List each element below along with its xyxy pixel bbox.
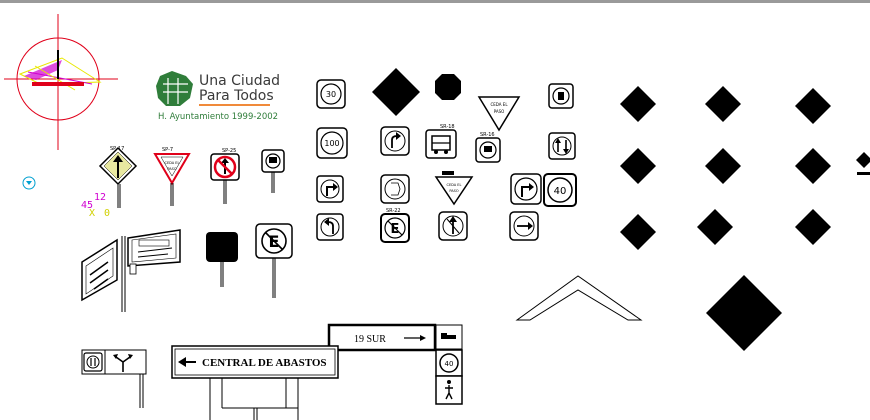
coord-d: 0 xyxy=(104,208,110,219)
sign-sp17-warning: SP-17 xyxy=(98,146,138,208)
sign-speed-100: 100 xyxy=(316,127,348,159)
top-border xyxy=(0,0,870,3)
sign-turn-left-curve xyxy=(316,213,344,241)
sign-small-parking xyxy=(261,149,285,193)
logo-line1: Una Ciudad xyxy=(199,73,280,89)
sign-diagonal-arrow xyxy=(438,211,468,241)
target-icon xyxy=(22,176,36,190)
diamond-edge xyxy=(856,152,870,168)
sign-turn-right-arrow xyxy=(316,175,344,203)
sign-sr22-no-parking: SR-22 E xyxy=(380,208,410,243)
svg-text:SP-25: SP-25 xyxy=(222,148,236,154)
diamond-8 xyxy=(697,209,733,245)
sign-black-octagon xyxy=(435,74,461,100)
svg-text:SR-18: SR-18 xyxy=(440,124,455,130)
speed-bump-profile xyxy=(515,275,643,321)
svg-text:SR-16: SR-16 xyxy=(480,132,495,138)
coord-b: 12 xyxy=(94,192,106,203)
city-logo: Una Ciudad Para Todos H. Ayuntamiento 19… xyxy=(156,71,280,122)
sign-sp7-yield: SP-7 CEDA EL PASO xyxy=(153,147,191,206)
svg-text:30: 30 xyxy=(326,90,336,99)
coord-a: 45 xyxy=(81,200,93,211)
svg-text:PASO: PASO xyxy=(167,167,177,171)
svg-text:CEDA EL: CEDA EL xyxy=(165,161,180,165)
sign-no-parking: E xyxy=(255,223,293,298)
logo-emblem xyxy=(156,71,193,106)
svg-text:CEDA EL: CEDA EL xyxy=(447,183,462,187)
diamond-6 xyxy=(795,148,831,184)
direction-sign-bottom-left xyxy=(81,349,147,408)
svg-text:40: 40 xyxy=(445,360,454,368)
diamond-5 xyxy=(705,148,741,184)
svg-text:SR-22: SR-22 xyxy=(386,208,401,214)
sign-yield-triangle: CEDA EL PASO xyxy=(477,96,521,132)
svg-text:PASO: PASO xyxy=(494,109,505,114)
sign-turn-right-curve xyxy=(380,126,410,156)
sign-blank-circle xyxy=(380,174,410,204)
coordinate-labels: 45 12 X 0 xyxy=(81,192,110,219)
guide-main-text: CENTRAL DE ABASTOS xyxy=(202,357,327,369)
svg-text:PASO: PASO xyxy=(449,189,459,193)
logo-line2: Para Todos xyxy=(199,88,274,104)
logo-caption: H. Ayuntamiento 1999-2002 xyxy=(158,112,278,122)
diamond-4 xyxy=(620,148,656,184)
sign-no-right-turn xyxy=(510,173,542,205)
side-sign-stack: 40 xyxy=(435,324,463,405)
diamond-7 xyxy=(620,214,656,250)
diamond-3 xyxy=(795,88,831,124)
sign-black-diamond-top xyxy=(372,68,420,116)
diamond-2 xyxy=(705,86,741,122)
svg-text:100: 100 xyxy=(324,139,339,148)
sign-sr18-truck: SR-18 xyxy=(425,124,457,159)
diamond-grid xyxy=(620,86,870,351)
svg-text:CEDA EL: CEDA EL xyxy=(490,102,508,107)
sign-two-way xyxy=(548,132,576,160)
sign-yield-small: CEDA EL PASO xyxy=(434,171,474,206)
svg-text:SP-7: SP-7 xyxy=(162,147,173,153)
sign-blank-black xyxy=(206,232,238,287)
diamond-9 xyxy=(795,209,831,245)
guide-sign-central-de-abastos: CENTRAL DE ABASTOS xyxy=(171,345,339,420)
sign-sp25-no-entry: SP-25 xyxy=(210,148,240,204)
diamond-large xyxy=(706,275,782,351)
coord-c: X xyxy=(89,208,95,219)
sign-roundabout xyxy=(548,83,574,109)
sign-speed-40: 40 xyxy=(543,173,577,207)
svg-text:40: 40 xyxy=(554,186,567,197)
street-name: 19 SUR xyxy=(354,334,386,345)
sign-sr16-bus: SR-16 xyxy=(475,132,501,163)
sign-speed-30: 30 xyxy=(316,79,346,109)
diamond-1 xyxy=(620,86,656,122)
svg-text:E: E xyxy=(391,222,400,237)
compass-symbol xyxy=(4,14,118,150)
sign-right-arrow xyxy=(509,211,539,241)
perspective-guide-sign xyxy=(81,229,181,312)
